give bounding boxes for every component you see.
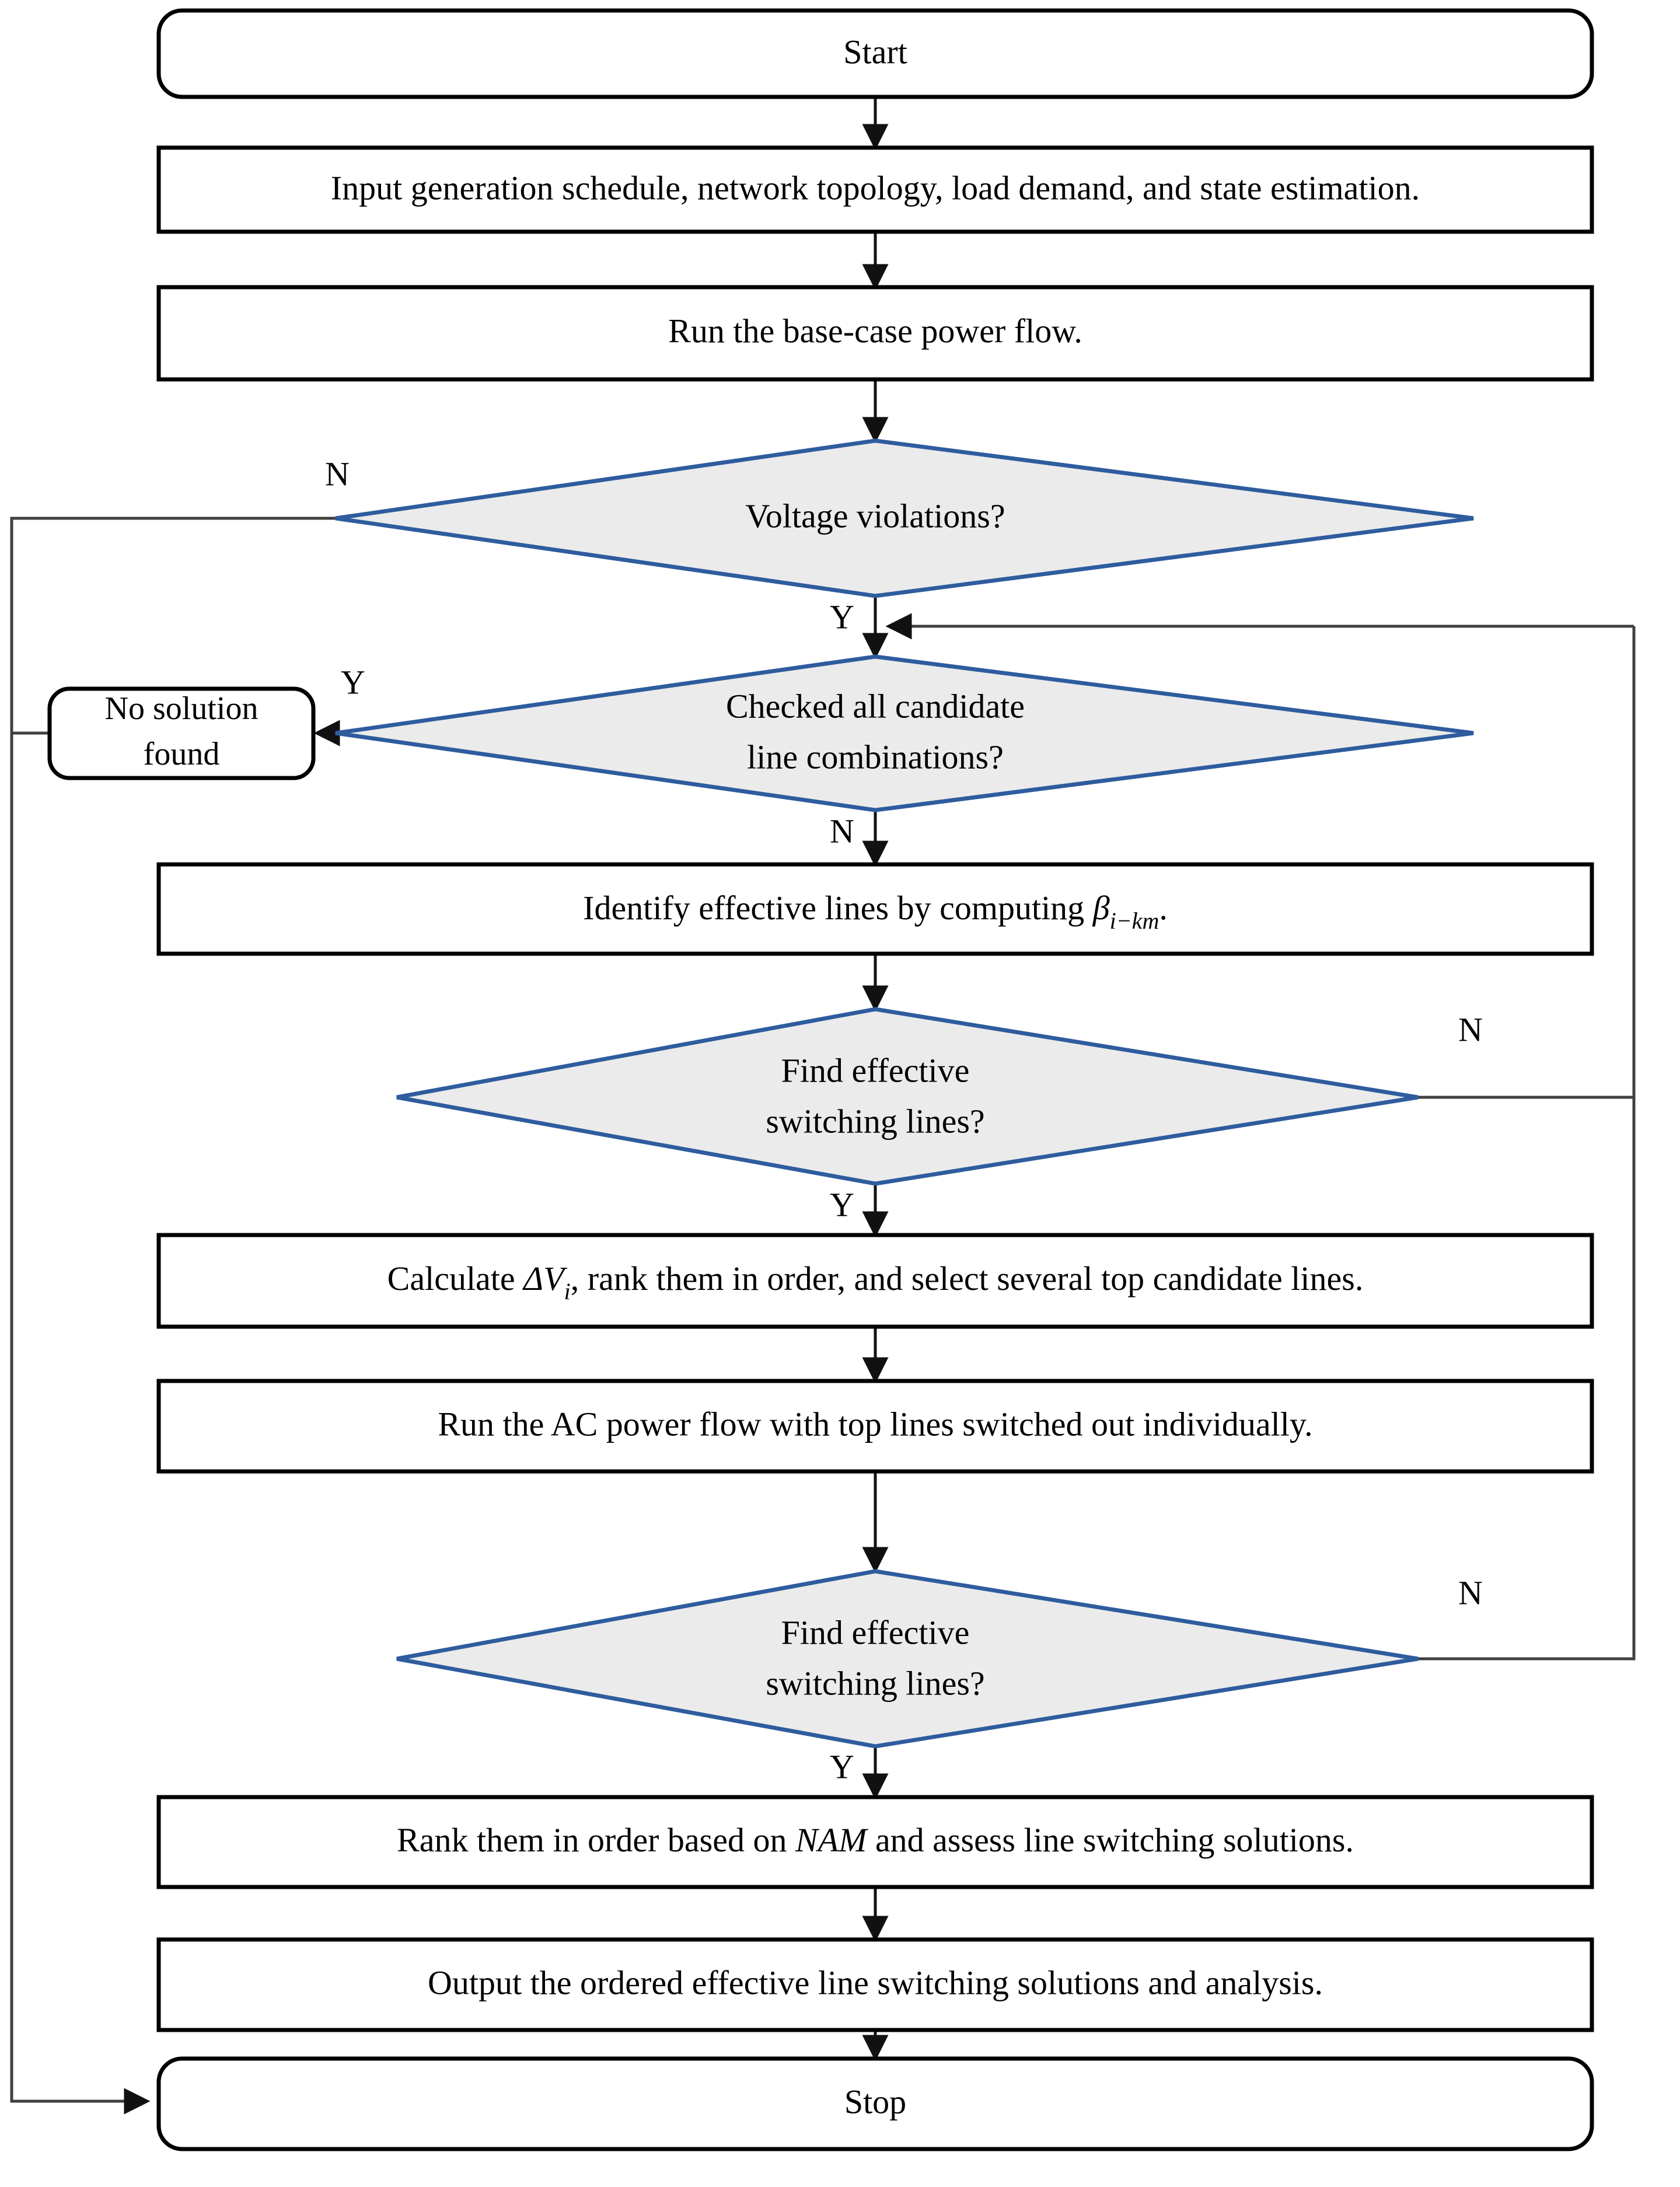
checked-all-label-line1: Checked all candidate <box>726 687 1025 725</box>
calculate-dv-shape <box>156 1233 1594 1329</box>
output-shape <box>156 1937 1594 2032</box>
rank-nam-label: Rank them in order based on NAM and asse… <box>397 1821 1354 1859</box>
find-effective-2-shape <box>396 1569 1419 1749</box>
checked-all-label-line2: line combinations? <box>747 738 1004 776</box>
input-shape <box>156 145 1594 234</box>
identify-lines-suffix: . <box>1159 889 1168 927</box>
no-solution-label-line1: No solution <box>105 690 259 727</box>
run-ac-shape <box>156 1379 1594 1474</box>
node-base-case[interactable]: Run the base-case power flow. <box>156 285 1594 382</box>
identify-lines-shape <box>156 862 1594 956</box>
find-effective-1-label-line1: Find effective <box>781 1051 970 1089</box>
branch-label-checked-all-no: N <box>830 812 854 850</box>
delta-v-symbol: ΔV <box>522 1260 568 1297</box>
base-case-label: Run the base-case power flow. <box>668 312 1082 350</box>
edge-voltage-violations-no-to-stop <box>10 517 336 2115</box>
input-label: Input generation schedule, network topol… <box>331 169 1420 207</box>
stop-label: Stop <box>844 2083 906 2120</box>
rank-nam-suffix: and assess line switching solutions. <box>867 1821 1354 1859</box>
voltage-violations-shape <box>335 438 1474 598</box>
beta-subscript: i−km <box>1110 908 1159 934</box>
branch-label-voltage-violations-yes: Y <box>830 598 854 636</box>
node-calculate-dv[interactable]: Calculate ΔVi, rank them in order, and s… <box>156 1233 1594 1329</box>
calculate-dv-label: Calculate ΔVi, rank them in order, and s… <box>387 1260 1364 1304</box>
node-output[interactable]: Output the ordered effective line switch… <box>156 1937 1594 2032</box>
node-find-effective-2[interactable]: Find effective switching lines? <box>396 1569 1419 1749</box>
node-start[interactable]: Start <box>156 8 1594 99</box>
find-effective-2-label-line1: Find effective <box>781 1613 970 1651</box>
checked-all-shape <box>335 654 1474 812</box>
edge-find-effective-2-no-to-rail <box>1418 1097 1636 1661</box>
node-voltage-violations[interactable]: Voltage violations? <box>335 438 1474 598</box>
branch-label-find-effective-1-no: N <box>1458 1010 1483 1048</box>
nam-symbol: NAM <box>795 1821 868 1859</box>
node-input[interactable]: Input generation schedule, network topol… <box>156 145 1594 234</box>
identify-lines-prefix: Identify effective lines by computing <box>583 889 1093 927</box>
calculate-dv-suffix: , rank them in order, and select several… <box>571 1260 1364 1297</box>
node-run-ac[interactable]: Run the AC power flow with top lines swi… <box>156 1379 1594 1474</box>
output-label: Output the ordered effective line switch… <box>428 1963 1323 2001</box>
no-solution-shape <box>47 686 316 780</box>
node-find-effective-1[interactable]: Find effective switching lines? <box>396 1007 1419 1186</box>
no-solution-label-line2: found <box>144 736 220 772</box>
rank-nam-prefix: Rank them in order based on <box>397 1821 795 1859</box>
branch-label-find-effective-2-yes: Y <box>830 1747 854 1785</box>
edge-find-effective-1-no-to-rail <box>1418 626 1636 1099</box>
branch-label-find-effective-1-yes: Y <box>830 1185 854 1223</box>
rank-nam-shape <box>156 1795 1594 1889</box>
base-case-shape <box>156 285 1594 382</box>
node-stop[interactable]: Stop <box>156 2056 1594 2151</box>
find-effective-1-shape <box>396 1007 1419 1186</box>
voltage-violations-label: Voltage violations? <box>745 497 1005 535</box>
branch-label-voltage-violations-no: N <box>325 455 350 493</box>
node-identify-lines[interactable]: Identify effective lines by computing βi… <box>156 862 1594 956</box>
start-shape <box>156 8 1594 99</box>
branch-label-find-effective-2-no: N <box>1458 1574 1483 1612</box>
node-checked-all[interactable]: Checked all candidate line combinations? <box>335 654 1474 812</box>
stop-shape <box>156 2056 1594 2151</box>
identify-lines-label: Identify effective lines by computing βi… <box>583 889 1168 934</box>
run-ac-label: Run the AC power flow with top lines swi… <box>438 1405 1312 1443</box>
start-label: Start <box>843 33 907 71</box>
delta-v-subscript: i <box>564 1278 571 1304</box>
find-effective-1-label-line2: switching lines? <box>766 1102 984 1140</box>
calculate-dv-prefix: Calculate <box>387 1260 524 1297</box>
branch-label-checked-all-yes: Y <box>341 663 365 701</box>
node-rank-nam[interactable]: Rank them in order based on NAM and asse… <box>156 1795 1594 1889</box>
beta-symbol: β <box>1092 889 1110 927</box>
node-no-solution-found[interactable]: No solution found <box>47 686 316 780</box>
find-effective-2-label-line2: switching lines? <box>766 1664 984 1702</box>
